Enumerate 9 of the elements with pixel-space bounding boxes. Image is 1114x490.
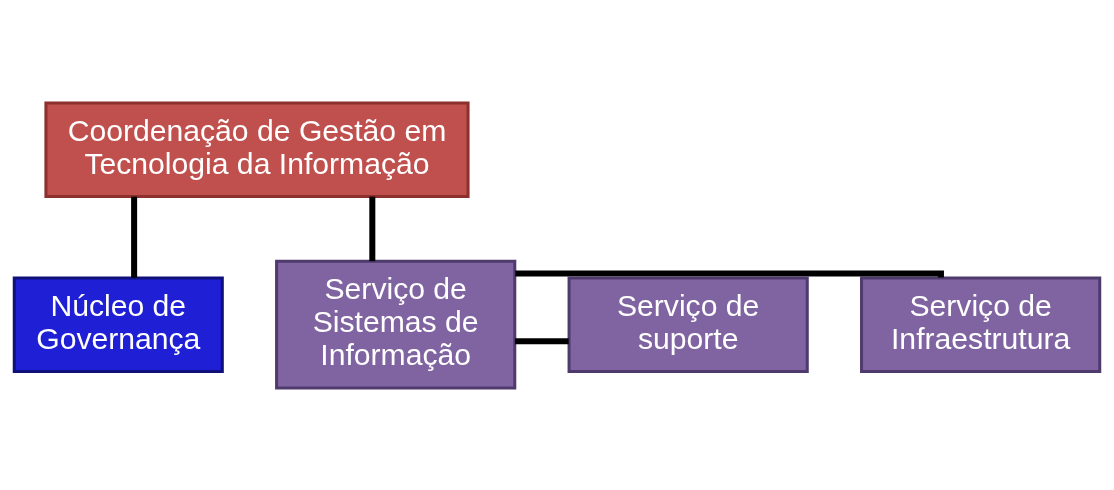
node-box: Serviço de Sistemas de Informação (275, 259, 517, 389)
connector (515, 337, 569, 344)
connector (515, 269, 944, 278)
node-box: Serviço de suporte (567, 275, 809, 373)
connector (131, 196, 138, 278)
connector (369, 196, 376, 261)
node-box: Núcleo de Governança (12, 275, 224, 373)
node-box: Serviço de Infraestrutura (860, 275, 1102, 373)
node-box: Coordenação de Gestão em Tecnologia da Informação (44, 101, 470, 198)
